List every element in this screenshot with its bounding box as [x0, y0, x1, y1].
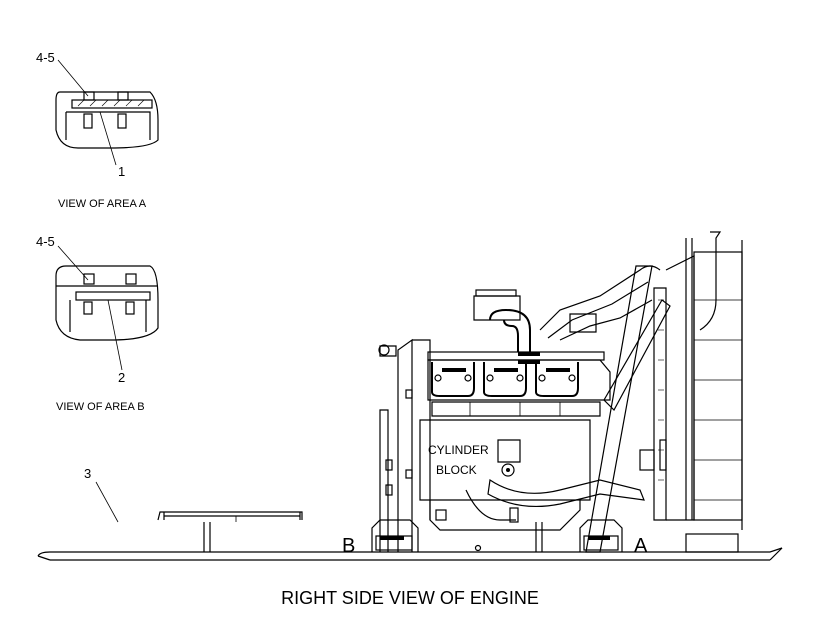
cylinder-label: CYLINDER [428, 443, 489, 457]
exhaust-manifold [431, 401, 601, 417]
block-plug [501, 463, 515, 477]
air-intake-duct [539, 265, 661, 331]
leader-3 [95, 481, 119, 523]
frame-hole [474, 544, 482, 552]
callout-4-5-b: 4-5 [36, 234, 55, 249]
detail-view-area-a: 4-5 1 VIEW OF AREA A [36, 50, 159, 210]
view-area-b-label: VIEW OF AREA B [56, 401, 145, 413]
radiator-core [693, 251, 743, 521]
terminal-post-a2 [117, 91, 129, 101]
flywheel-housing-front [379, 409, 389, 552]
valve-cover-1 [431, 362, 475, 397]
engine-mount-right [579, 519, 623, 552]
engine-assembly: CYLINDER BLOCK [371, 265, 671, 553]
housing-outline-b [55, 265, 159, 341]
area-marker-a: A [634, 535, 648, 557]
bolt-b1 [83, 301, 93, 315]
base-frame: 3 [37, 466, 783, 561]
radiator-assembly [639, 231, 743, 530]
radiator-foot [685, 533, 739, 553]
intake-pipe [489, 308, 531, 352]
terminal-post-b1 [83, 273, 95, 285]
bolt-b2 [125, 301, 135, 315]
inner-channel-a [65, 111, 151, 140]
figure-caption: RIGHT SIDE VIEW OF ENGINE [281, 588, 539, 608]
fan-shroud [653, 287, 667, 521]
callout-4-5-a: 4-5 [36, 50, 55, 65]
turbocharger [473, 295, 521, 321]
oil-pan [429, 500, 581, 531]
terminal-post-b2 [125, 273, 137, 285]
engine-mount-left [371, 519, 419, 552]
cylinder-block [419, 419, 591, 501]
valve-cover-2 [483, 362, 527, 397]
overflow-tube [699, 231, 722, 331]
block-label: BLOCK [436, 463, 477, 477]
callout-3: 3 [84, 466, 91, 481]
radiator-hose-upper [585, 265, 653, 553]
radiator-core-side [665, 255, 695, 521]
valve-cover-3 [535, 362, 579, 397]
radiator-hose-lower [487, 478, 645, 508]
callout-2: 2 [118, 370, 125, 385]
leader-4-5-b [57, 245, 89, 281]
terminal-post-a1 [83, 91, 95, 101]
base-rail-top [37, 547, 783, 557]
cylinder-head [427, 359, 611, 401]
area-marker-b: B [342, 535, 355, 557]
leader-2 [107, 299, 123, 371]
view-area-a-label: VIEW OF AREA A [58, 198, 147, 210]
housing-outline-a [55, 91, 159, 149]
terminal-strip-a [71, 99, 153, 109]
callout-1: 1 [118, 164, 125, 179]
detail-view-area-b: 4-5 2 VIEW OF AREA B [36, 234, 159, 413]
bolt-a1 [83, 113, 93, 129]
leader-1 [99, 111, 117, 166]
terminal-strip-b [75, 291, 151, 301]
leader-4-5-a [57, 59, 89, 97]
bolt-a2 [117, 113, 127, 129]
